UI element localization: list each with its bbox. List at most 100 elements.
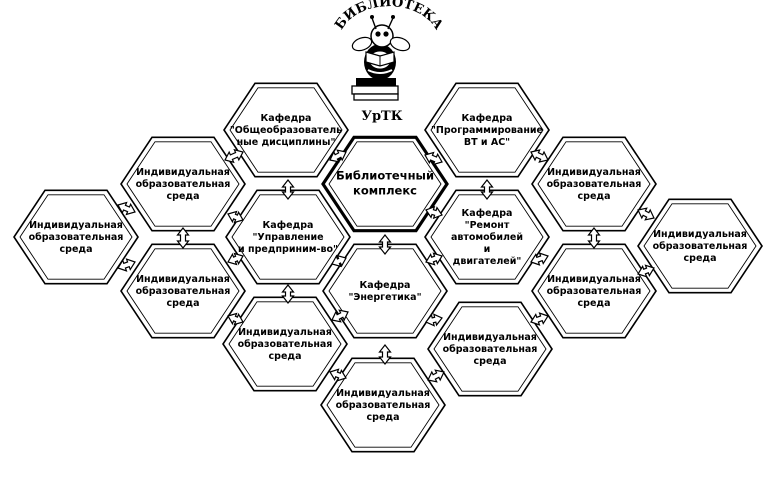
hex-inner-outline — [433, 306, 547, 392]
cell-label-line: и — [484, 244, 491, 255]
double-arrow-icon — [480, 179, 494, 200]
cell-label-line: образовательная — [653, 241, 748, 252]
cell-label-line: и предприним-во" — [238, 244, 338, 255]
cell-label-line: среда — [578, 298, 611, 309]
cell-label-kafedra-energetika: Кафедра"Энергетика" — [348, 280, 421, 303]
cell-label-line: Индивидуальная — [29, 220, 123, 231]
cell-label-line: Индивидуальная — [136, 167, 230, 178]
hex-inner-outline — [126, 248, 240, 334]
cell-label-line: Индивидуальная — [547, 274, 641, 285]
hex-cell-ios-right-top — [531, 136, 657, 232]
arrow-layer — [117, 148, 655, 383]
hex-inner-outline — [231, 194, 345, 280]
cell-label-line: среда — [578, 191, 611, 202]
double-arrow-icon — [329, 368, 347, 382]
double-arrow-icon — [176, 227, 190, 249]
cell-label-line: Индивидуальная — [136, 274, 230, 285]
hex-outline — [424, 82, 550, 178]
hex-cell-ios-left-top — [120, 136, 246, 232]
hex-outline — [531, 136, 657, 232]
double-arrow-icon — [530, 312, 549, 326]
double-arrow-icon — [425, 313, 443, 327]
cell-label-line: среда — [269, 351, 302, 362]
cell-label-line: автомобилей — [451, 232, 523, 243]
cell-label-line: среда — [367, 412, 400, 423]
cell-label-line: двигателей" — [453, 256, 522, 267]
cell-label-line: Индивидуальная — [443, 332, 537, 343]
hex-cell-ios-right-bottom — [531, 243, 657, 339]
hex-inner-outline — [228, 301, 342, 387]
library-logo: БИБЛИОТЕКА — [332, 0, 446, 124]
double-arrow-icon — [331, 309, 349, 323]
hex-outline — [120, 243, 246, 339]
bee-reading-books-icon — [351, 15, 411, 101]
hex-cell-ios-bottom-left — [222, 296, 348, 392]
hex-outline — [322, 243, 448, 339]
cell-label-line: Библиотечный — [336, 169, 434, 183]
cell-label-line: комплекс — [353, 184, 417, 198]
double-arrow-icon — [227, 210, 244, 224]
hex-outline — [320, 357, 446, 453]
hex-cell-ios-left-bottom — [120, 243, 246, 339]
double-arrow-icon — [530, 149, 549, 163]
double-arrow-icon — [117, 258, 136, 272]
hex-cell-kafedra-programmirovanie — [424, 82, 550, 178]
double-arrow-icon — [331, 254, 347, 268]
hex-cell-biblioteka — [321, 135, 449, 233]
cell-label-line: Индивидуальная — [547, 167, 641, 178]
hex-inner-outline — [537, 141, 651, 227]
double-arrow-icon — [224, 148, 244, 164]
hex-inner-outline — [126, 141, 240, 227]
double-arrow-icon — [378, 234, 392, 255]
hex-outline — [637, 198, 763, 294]
cell-label-line: ные дисциплины" — [237, 137, 336, 148]
hex-cell-ios-far-right — [637, 198, 763, 294]
double-arrow-icon — [637, 264, 655, 278]
hex-outline — [427, 301, 553, 397]
cell-label-line: Индивидуальная — [238, 327, 332, 338]
double-arrow-icon — [424, 151, 443, 166]
hex-outline — [531, 243, 657, 339]
cell-label-line: образовательная — [443, 344, 538, 355]
double-arrow-icon — [329, 149, 347, 163]
cell-label-line: среда — [474, 356, 507, 367]
hex-inner-outline — [328, 248, 442, 334]
logo-bottom-text: УрТК — [361, 109, 402, 124]
hex-outline — [321, 135, 449, 233]
hex-outline — [120, 136, 246, 232]
cell-label-line: "Программирование — [431, 125, 543, 136]
cell-label-line: среда — [167, 298, 200, 309]
hex-inner-outline — [430, 87, 544, 173]
cell-label-line: образовательная — [336, 400, 431, 411]
cell-label-line: "Ремонт — [465, 220, 510, 231]
hex-outline — [13, 189, 139, 285]
cell-label-line: образовательная — [136, 179, 231, 190]
double-arrow-icon — [587, 227, 601, 249]
cell-label-line: ВТ и АС" — [464, 137, 510, 148]
hex-outline — [223, 82, 349, 178]
hex-cell-kafedra-remont — [424, 189, 550, 285]
hex-layer — [13, 82, 763, 453]
double-arrow-icon — [378, 344, 392, 365]
double-arrow-icon — [425, 205, 443, 220]
double-arrow-icon — [227, 312, 244, 326]
hex-outline — [424, 189, 550, 285]
cell-label-line: "Энергетика" — [348, 292, 421, 303]
double-arrow-icon — [281, 179, 295, 200]
hex-outline — [222, 296, 348, 392]
hex-outline — [225, 189, 351, 285]
cell-label-line: Индивидуальная — [336, 388, 430, 399]
cell-label-line: образовательная — [29, 232, 124, 243]
hex-inner-outline — [326, 362, 440, 448]
cell-label-line: "Управление — [252, 232, 323, 243]
